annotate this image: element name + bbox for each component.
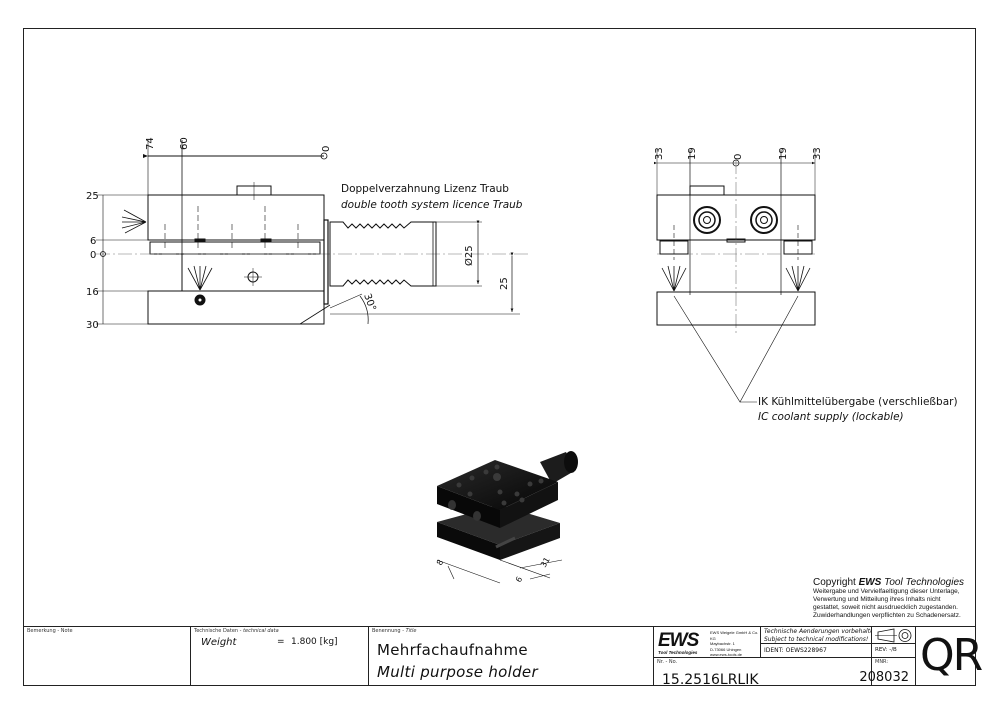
dim-30: 30 [86,320,99,331]
title-block: Bemerkung - Note Technische Daten - tech… [23,626,983,688]
dim-16: 16 [86,287,99,298]
dim-60: 60 [179,137,190,150]
dim-6: 6 [90,236,96,247]
dim-33-right: 33 [812,147,823,160]
weight-value: 1.800 [kg] [291,637,338,647]
mnr-cell: MNR: 208032 [859,657,916,686]
copyright-line: gestattet, soweit nicht ausdruecklich zu… [813,604,958,611]
title-german: Mehrfachaufnahme [377,641,528,659]
ident-value: IDENT: OEWS228967 [764,647,827,654]
note-label: Bemerkung - Note [27,628,73,634]
technical-data-label: Technische Daten - technical data [194,628,279,634]
dim-diameter: Ø25 [463,245,475,266]
qr-cell: QR [915,626,983,686]
dim-19-right: 19 [778,147,789,160]
coolant-note-en: IC coolant supply (lockable) [758,411,904,423]
changes-english: Subject to technical modifications! [764,636,869,643]
address-line: www.ews-tools.de [710,652,743,657]
title-cell: Benennung - Title Mehrfachaufnahme Multi… [368,626,654,686]
copyright-line: Verwertung und Mitteilung ihres Inhalts … [813,596,941,603]
technical-data-label-en: technical data [243,628,279,634]
address-line: D-73066 Uhingen [710,646,742,652]
dim-0: 0 [321,146,332,152]
copyright-line: Weitergabe und Vervielfaeltigung dieser … [813,588,960,595]
dim-0-left: 0 [90,250,96,261]
front-view [654,150,816,403]
changes-german: Technische Aenderungen vorbehalten! [764,628,880,635]
address-line: Maybachstr. 1 [710,641,735,646]
title-label-en: Title [405,628,417,634]
coolant-note-de: IK Kühlmittelübergabe (verschließbar) [758,396,958,408]
part-number-label: Nr. - No. [657,659,678,665]
projection-symbol-cell [871,626,916,644]
changes-cell: Technische Aenderungen vorbehalten! Subj… [760,626,880,644]
tooth-note-de: Doppelverzahnung Lizenz Traub [341,183,509,195]
dim-angle: 30° [361,292,377,312]
logo-subtitle: Tool Technologies [658,650,698,655]
ews-logo: EWS [658,630,699,651]
company-address: EWS Weigele GmbH & Co. KG Maybachstr. 1 … [710,630,760,658]
side-view-labels: 74 60 0 25 6 0 16 30 Ø25 25 30° Doppelve… [86,137,523,331]
mnr-value: 208032 [859,670,909,685]
revision-value: REV: -/B [875,647,897,653]
weight-label: Weight [201,637,237,648]
dim-19-left: 19 [687,147,698,160]
copyright-suffix: Tool Technologies [881,577,965,588]
logo-cell: EWS Tool Technologies EWS Weigele GmbH &… [653,626,761,658]
iso-dim-6: 6 [514,575,524,584]
part-number: 15.2516LRLIK [662,672,759,688]
copyright-brand: EWS [858,577,882,588]
address-line: EWS Weigele GmbH & Co. KG [710,630,759,641]
note-cell: Bemerkung - Note [23,626,191,686]
technical-data-label-de: Technische Daten - [194,628,244,634]
projection-symbol-icon [875,628,912,643]
side-view [96,140,530,325]
title-label: Benennung - Title [372,628,416,634]
dim-0-front: 0 [733,154,744,160]
iso-dim-8: 8 [435,558,445,567]
copyright-prefix: Copyright [813,577,859,588]
iso-dim-31: 31 [539,556,552,569]
title-english: Multi purpose holder [377,663,538,681]
title-label-de: Benennung - [372,628,406,634]
part-number-cell: Nr. - No. 15.2516LRLIK [653,657,872,688]
dim-33-left: 33 [654,147,665,160]
coolant-port-left [693,206,721,234]
copyright-heading: Copyright EWS Tool Technologies [813,577,973,588]
coolant-port-right [750,206,778,234]
isometric-view: 8 6 31 [435,451,578,584]
ident-cell: IDENT: OEWS228967 [760,643,872,658]
front-view-labels: 33 19 0 19 33 IK Kühlmittelübergabe (ver… [654,147,958,423]
weight-equals: = [277,637,285,647]
dim-height-25: 25 [499,277,510,290]
technical-data-cell: Technische Daten - technical data Weight… [190,626,369,686]
copyright-notice: Copyright EWS Tool Technologies Weiterga… [813,577,973,620]
qr-label: QR [920,630,983,681]
tooth-note-en: double tooth system licence Traub [341,199,523,211]
revision-cell: REV: -/B [871,643,916,658]
copyright-line: Zuwiderhandlungen verpflichten zu Schade… [813,612,961,619]
mnr-label: MNR: [875,659,889,665]
dim-74: 74 [145,137,156,150]
dim-25: 25 [86,191,99,202]
